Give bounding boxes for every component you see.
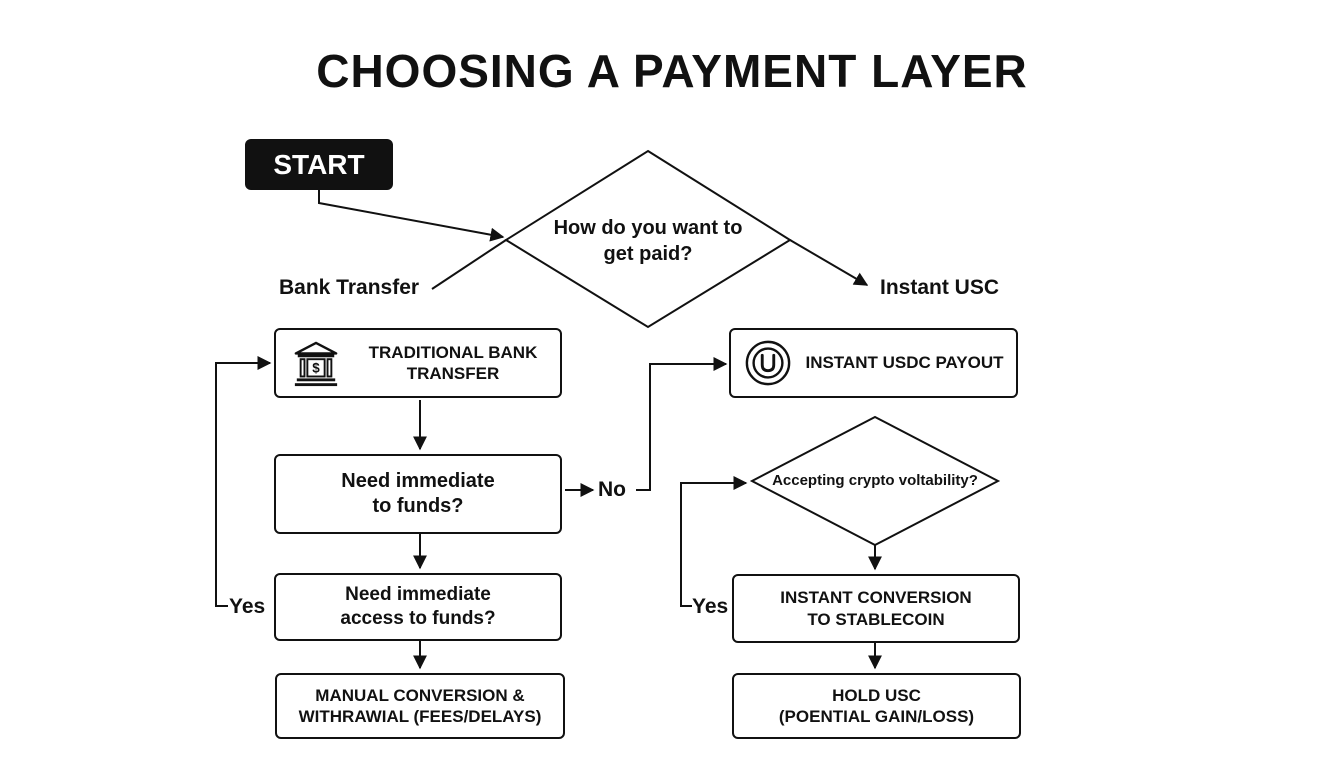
bank-box-line2: TRANSFER <box>406 364 500 383</box>
decision-main-text: How do you want to get paid? <box>530 215 766 267</box>
arrow-no-to-usdc-payout <box>636 357 728 491</box>
page-title: CHOOSING A PAYMENT LAYER <box>316 45 1028 97</box>
line-bank-transfer-branch <box>431 239 507 290</box>
hold-line2: (POENTIAL GAIN/LOSS) <box>778 707 975 726</box>
yes-label-right: Yes <box>692 595 729 618</box>
start-node: START <box>245 139 393 190</box>
bank-icon: $ <box>294 341 338 387</box>
final-line1: MANUAL CONVERSION & <box>315 685 525 705</box>
arrow-start-to-decision <box>318 190 505 242</box>
usdc-coin-icon <box>745 340 791 386</box>
arrow-yes-loop-left <box>215 356 272 607</box>
svg-text:$: $ <box>312 361 320 376</box>
decision2-line2: access to funds? <box>340 608 496 629</box>
bank-box-line1: TRADITIONAL BANK <box>368 342 538 362</box>
decision2-line1: Need immediate <box>345 584 491 606</box>
final-line2: WITHRAWIAL (FEES/DELAYS) <box>298 707 542 726</box>
need-immediate-access-box: Need immediate access to funds? <box>274 573 562 641</box>
decision-diamond-main <box>504 149 792 329</box>
decision-main-line2: get paid? <box>603 243 693 265</box>
instant-usdc-payout-box: INSTANT USDC PAYOUT <box>729 328 1018 398</box>
arrow-instant-branch <box>789 239 869 286</box>
instant-usc-label: Instant USC <box>880 276 1000 299</box>
decision1-line1: Need immediate <box>341 470 495 492</box>
hold-usc-box: HOLD USC (POENTIAL GAIN/LOSS) <box>732 673 1021 739</box>
instant-conversion-box: INSTANT CONVERSION TO STABLECOIN <box>732 574 1020 643</box>
bank-transfer-label: Bank Transfer <box>279 276 420 299</box>
arrow-yes-loop-right <box>680 476 748 607</box>
traditional-bank-transfer-box: TRADITIONAL BANK TRANSFER <box>274 328 562 398</box>
conversion-line1: INSTANT CONVERSION <box>780 588 972 608</box>
no-label: No <box>598 478 626 501</box>
decision-main-line1: How do you want to <box>553 217 743 239</box>
hold-line1: HOLD USC <box>832 685 921 705</box>
decision1-line2: to funds? <box>372 495 464 517</box>
need-immediate-funds-box: Need immediate to funds? <box>274 454 562 534</box>
conversion-line2: TO STABLECOIN <box>807 609 945 629</box>
usdc-payout-label: INSTANT USDC PAYOUT <box>805 353 1004 373</box>
volatility-decision-text: Accepting crypto voltability? <box>772 472 978 489</box>
manual-conversion-box: MANUAL CONVERSION & WITHRAWIAL (FEES/DEL… <box>275 673 565 739</box>
yes-label-left: Yes <box>229 595 266 618</box>
